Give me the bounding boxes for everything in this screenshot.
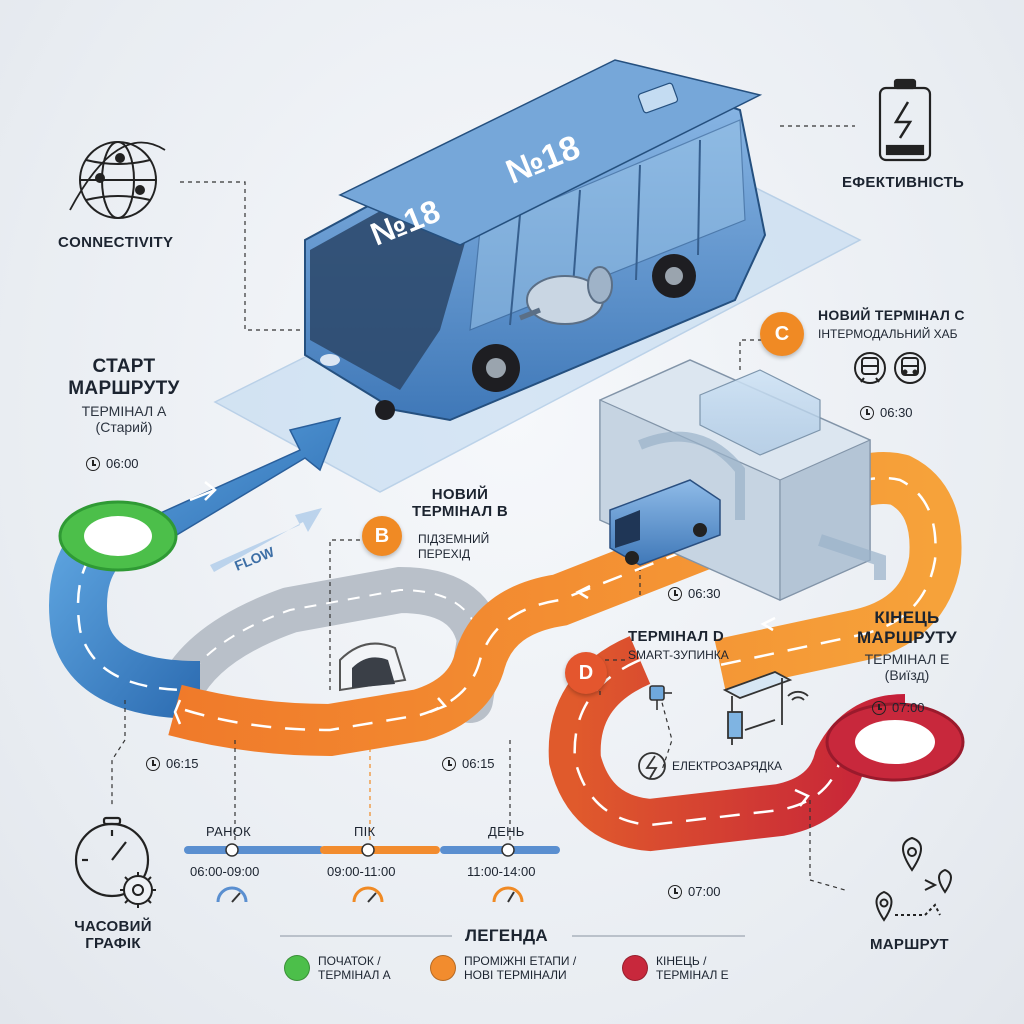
efficiency-title: ЕФЕКТИВНІСТЬ — [842, 174, 965, 191]
start-time-value: 06:00 — [106, 456, 139, 471]
terminal-b-sub-2: ПЕРЕХІД — [418, 547, 471, 561]
stopwatch-icon — [74, 816, 150, 898]
end-title-2: МАРШРУТУ — [857, 628, 957, 647]
schedule-title-2: ГРАФІК — [85, 935, 141, 952]
period-day-name: ДЕНЬ — [488, 824, 525, 839]
schedule-timeline — [184, 843, 560, 903]
flow-arrow — [210, 508, 322, 572]
legend-swatch-red — [622, 955, 648, 981]
terminal-c-label: НОВИЙ ТЕРМІНАЛ C ІНТЕРМОДАЛЬНИЙ ХАБ — [818, 307, 965, 341]
end-time: 07:00 — [872, 700, 925, 715]
gauge-icon-peak — [352, 886, 384, 903]
time-0700-bottom-value: 07:00 — [688, 884, 721, 899]
legend-item-end: КІНЕЦЬ / ТЕРМІНАЛ E — [622, 954, 729, 982]
terminal-d-badge: D — [565, 652, 607, 694]
electric-motor-icon — [519, 266, 613, 325]
route-arrow-start — [143, 416, 342, 547]
end-label: КІНЕЦЬ МАРШРУТУ ТЕРМІНАЛ E (Виїзд) — [842, 608, 972, 683]
legend-item-end-2: ТЕРМІНАЛ E — [656, 968, 729, 982]
connectivity-title: CONNECTIVITY — [58, 234, 174, 251]
legend-swatch-orange — [430, 955, 456, 981]
time-0615-mid: 06:15 — [442, 756, 495, 771]
terminal-b-sub-1: ПІДЗЕМНИЙ — [418, 532, 490, 546]
start-title-2: МАРШРУТУ — [68, 378, 180, 399]
charging-label: ЕЛЕКТРОЗАРЯДКА — [672, 759, 783, 773]
terminal-c-sub: ІНТЕРМОДАЛЬНИЙ ХАБ — [818, 327, 958, 341]
clock-icon — [146, 757, 160, 771]
terminal-c-time: 06:30 — [860, 405, 913, 420]
start-label: СТАРТ МАРШРУТУ ТЕРМІНАЛ А (Старий) — [64, 356, 184, 435]
legend-item-middle-1: ПРОМІЖНІ ЕТАПИ / — [464, 954, 577, 968]
time-0615-left-value: 06:15 — [166, 756, 199, 771]
clock-icon — [860, 406, 874, 420]
terminal-c-time-value: 06:30 — [880, 405, 913, 420]
gear-icon — [120, 872, 156, 908]
clock-icon — [668, 587, 682, 601]
legend-item-start: ПОЧАТОК / ТЕРМІНАЛ А — [284, 954, 391, 982]
terminal-b-sub: ПІДЗЕМНИЙ ПЕРЕХІД — [418, 532, 489, 562]
start-sub-1: ТЕРМІНАЛ А — [81, 403, 167, 419]
legend-item-start-2: ТЕРМІНАЛ А — [318, 968, 391, 982]
globe-icon — [69, 141, 166, 219]
clock-icon — [442, 757, 456, 771]
main-bus — [304, 59, 767, 422]
start-title-1: СТАРТ — [92, 356, 156, 377]
end-sub-1: ТЕРМІНАЛ E — [864, 651, 950, 667]
terminal-d-title: ТЕРМІНАЛ D — [628, 628, 725, 645]
legend-item-start-1: ПОЧАТОК / — [318, 954, 381, 968]
terminal-d-label: ТЕРМІНАЛ D SMART-ЗУПИНКА — [628, 628, 729, 662]
gauge-icon-morning — [216, 886, 248, 903]
smart-stop-shelter — [722, 671, 793, 745]
terminal-b-badge: B — [362, 516, 402, 556]
train-icon — [854, 352, 886, 384]
clock-icon — [668, 885, 682, 899]
terminal-b-title-2: ТЕРМІНАЛ B — [411, 503, 508, 520]
start-sub-2: (Старий) — [95, 419, 153, 435]
legend-title: ЛЕГЕНДА — [465, 926, 549, 945]
terminal-b-title-1: НОВИЙ — [431, 486, 489, 503]
legend-swatch-green — [284, 955, 310, 981]
leader-lines — [111, 125, 855, 891]
period-peak-name: ПІК — [354, 824, 376, 839]
schedule-title-1: ЧАСОВИЙ — [74, 918, 152, 935]
end-time-value: 07:00 — [892, 700, 925, 715]
battery-icon — [878, 78, 932, 162]
period-peak-range: 09:00-11:00 — [327, 864, 396, 879]
route-pins-icon — [875, 836, 952, 922]
period-morning-name: РАНОК — [206, 824, 252, 839]
charging-icon — [638, 752, 666, 780]
start-time: 06:00 — [86, 456, 139, 471]
route-title: МАРШРУТ — [870, 936, 949, 953]
time-0615-mid-value: 06:15 — [462, 756, 495, 771]
legend-item-middle-2: НОВІ ТЕРМІНАЛИ — [464, 968, 567, 982]
terminal-b-label: НОВИЙ ТЕРМІНАЛ B — [405, 486, 515, 520]
time-0615-left: 06:15 — [146, 756, 199, 771]
terminal-d-sub: SMART-ЗУПИНКА — [628, 648, 729, 662]
time-0630-mid-value: 06:30 — [688, 586, 721, 601]
terminal-c-title: НОВИЙ ТЕРМІНАЛ C — [818, 307, 965, 323]
period-morning-range: 06:00-09:00 — [190, 864, 260, 879]
schedule-title: ЧАСОВИЙ ГРАФІК — [72, 918, 154, 952]
bus-icon — [894, 352, 926, 384]
end-sub-2: (Виїзд) — [884, 667, 930, 683]
clock-icon — [872, 701, 886, 715]
smart-sensor-icon — [649, 685, 672, 710]
small-bus-icon — [609, 479, 721, 566]
period-day-range: 11:00-14:00 — [467, 864, 536, 879]
gauge-icon-day — [492, 886, 524, 903]
terminal-c-badge: C — [760, 312, 804, 356]
end-title-1: КІНЕЦЬ — [874, 608, 940, 627]
wifi-icon — [787, 690, 809, 701]
legend-item-end-1: КІНЕЦЬ / — [656, 954, 707, 968]
time-0630-mid: 06:30 — [668, 586, 721, 601]
time-0700-bottom: 07:00 — [668, 884, 721, 899]
clock-icon — [86, 457, 100, 471]
legend-item-middle: ПРОМІЖНІ ЕТАПИ / НОВІ ТЕРМІНАЛИ — [430, 954, 576, 982]
tunnel-icon — [339, 642, 407, 692]
